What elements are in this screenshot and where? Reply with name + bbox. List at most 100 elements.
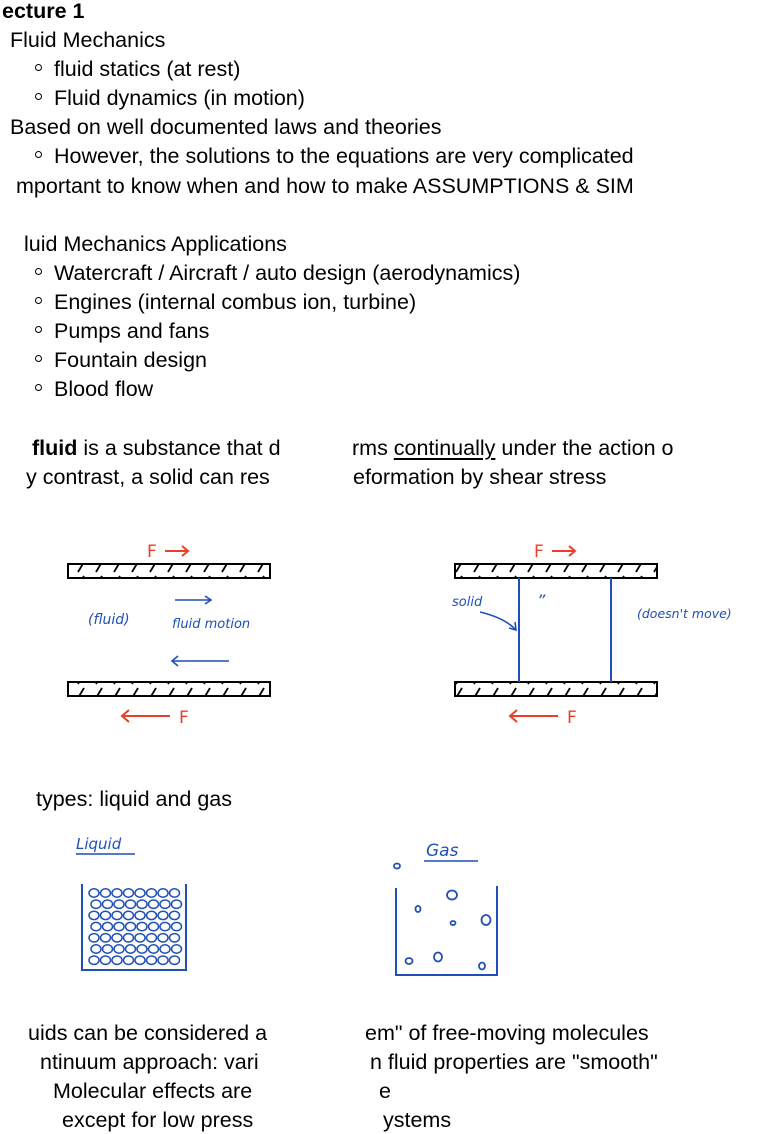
bullet-icon (35, 151, 42, 158)
arrow-left-icon (170, 655, 229, 667)
list-item: However, the solutions to the equations … (54, 144, 634, 168)
liquid-molecule (157, 955, 169, 966)
liquid-molecule (111, 955, 123, 966)
liquid-molecule (99, 910, 112, 921)
definition-line-2-right: eformation by shear stress (353, 465, 607, 489)
bottom-left-line: ntinuum approach: vari (40, 1050, 259, 1074)
liquid-molecule (101, 899, 114, 910)
liquid-molecule (159, 921, 171, 932)
liquid-molecules (88, 888, 183, 966)
term-fluid: fluid (32, 436, 78, 460)
bottom-left-line: Molecular effects are (53, 1079, 253, 1103)
bottom-left-line: except for low press (62, 1108, 254, 1132)
top-plate (454, 563, 658, 579)
bullet-icon (35, 268, 42, 275)
fluid-shear-sketch: F F (fluid) fluid motion (67, 542, 271, 728)
label-solid: solid (452, 595, 483, 610)
label-fluid-motion: fluid motion (172, 617, 250, 632)
liquid-molecule (90, 944, 102, 954)
label-ditto: ” (537, 591, 546, 610)
arrow-right-icon (175, 595, 213, 605)
liquid-molecule (113, 944, 125, 954)
bottom-right-line: e (379, 1079, 391, 1103)
liquid-molecule (134, 932, 146, 943)
pointer-arrow-icon (479, 611, 517, 631)
liquid-molecule (99, 932, 112, 943)
bullet-icon (35, 384, 42, 391)
liquid-molecule (145, 910, 158, 921)
definition-line-2-left: y contrast, a solid can res (26, 465, 270, 489)
definition-line-1-left: fluid is a substance that d (32, 436, 281, 460)
liquid-molecule (170, 921, 183, 932)
liquid-molecule (90, 921, 102, 932)
liquid-molecule (136, 921, 148, 932)
force-label-bottom: F (567, 708, 577, 728)
liquid-molecule (136, 899, 148, 910)
liquid-molecule (168, 932, 181, 943)
list-item: Fluid dynamics (in motion) (54, 86, 305, 110)
liquid-molecule (99, 955, 112, 966)
label-fluid: (fluid) (88, 612, 130, 628)
bullet-icon (35, 326, 42, 333)
liquid-molecule (88, 910, 100, 921)
list-item: fluid statics (at rest) (54, 57, 241, 81)
liquid-molecule (124, 921, 137, 932)
liquid-molecule (111, 888, 123, 898)
bottom-plate (67, 681, 271, 697)
section-title-applications: luid Mechanics Applications (24, 232, 287, 256)
label-liquid: Liquid (76, 835, 122, 853)
liquid-molecule (157, 910, 169, 921)
liquid-molecule (145, 932, 158, 943)
assumptions-note: mportant to know when and how to make AS… (16, 174, 634, 198)
liquid-molecule (134, 910, 146, 921)
liquid-molecule (122, 932, 135, 943)
liquid-molecule (134, 955, 146, 966)
liquid-molecule (124, 944, 137, 954)
force-label-top: F (534, 542, 544, 562)
liquid-molecule (147, 921, 160, 932)
liquid-molecule (168, 955, 181, 966)
liquid-molecule (136, 944, 148, 954)
liquid-molecule (88, 932, 100, 943)
section-title-fluid-mechanics: Fluid Mechanics (10, 28, 166, 52)
page-heading: ecture 1 (2, 0, 85, 23)
arrow-left-icon (120, 709, 170, 723)
gas-sketch: Gas (393, 841, 498, 976)
liquid-molecule (168, 888, 181, 898)
liquid-molecule (134, 888, 146, 898)
bottom-plate (454, 681, 658, 697)
list-item: Pumps and fans (54, 319, 210, 343)
liquid-container (81, 884, 187, 971)
gas-molecules (393, 862, 492, 971)
arrow-right-icon (165, 545, 190, 557)
liquid-molecule (170, 944, 183, 954)
liquid-sketch: Liquid (76, 835, 187, 971)
liquid-molecule (157, 888, 169, 898)
force-label-top: F (147, 542, 157, 562)
types-line: types: liquid and gas (36, 787, 233, 811)
liquid-molecule (145, 888, 158, 898)
gas-container (395, 886, 498, 976)
liquid-molecule (159, 944, 171, 954)
list-item: Blood flow (54, 377, 154, 401)
list-item: Watercraft / Aircraft / auto design (aer… (54, 261, 521, 285)
definition-line-1-right: rms continually under the action o (352, 436, 674, 460)
liquid-molecule (122, 910, 135, 921)
liquid-molecule (147, 899, 160, 910)
bottom-right-line: em" of free-moving molecules (365, 1021, 649, 1045)
arrow-left-icon (508, 709, 558, 723)
liquid-molecule (145, 955, 158, 966)
list-item: Fountain design (54, 348, 207, 372)
liquid-molecule (101, 944, 114, 954)
liquid-molecule (111, 932, 123, 943)
liquid-molecule (159, 899, 171, 910)
liquid-molecule (99, 888, 112, 898)
liquid-molecule (90, 899, 102, 910)
bottom-right-line: n fluid properties are "smooth" (370, 1050, 658, 1074)
solid-shear-sketch: F F solid ” (doesn't move) (452, 542, 732, 728)
bullet-icon (35, 64, 42, 71)
liquid-molecule (147, 944, 160, 954)
bottom-right-line: ystems (383, 1108, 452, 1132)
bullet-icon (35, 93, 42, 100)
